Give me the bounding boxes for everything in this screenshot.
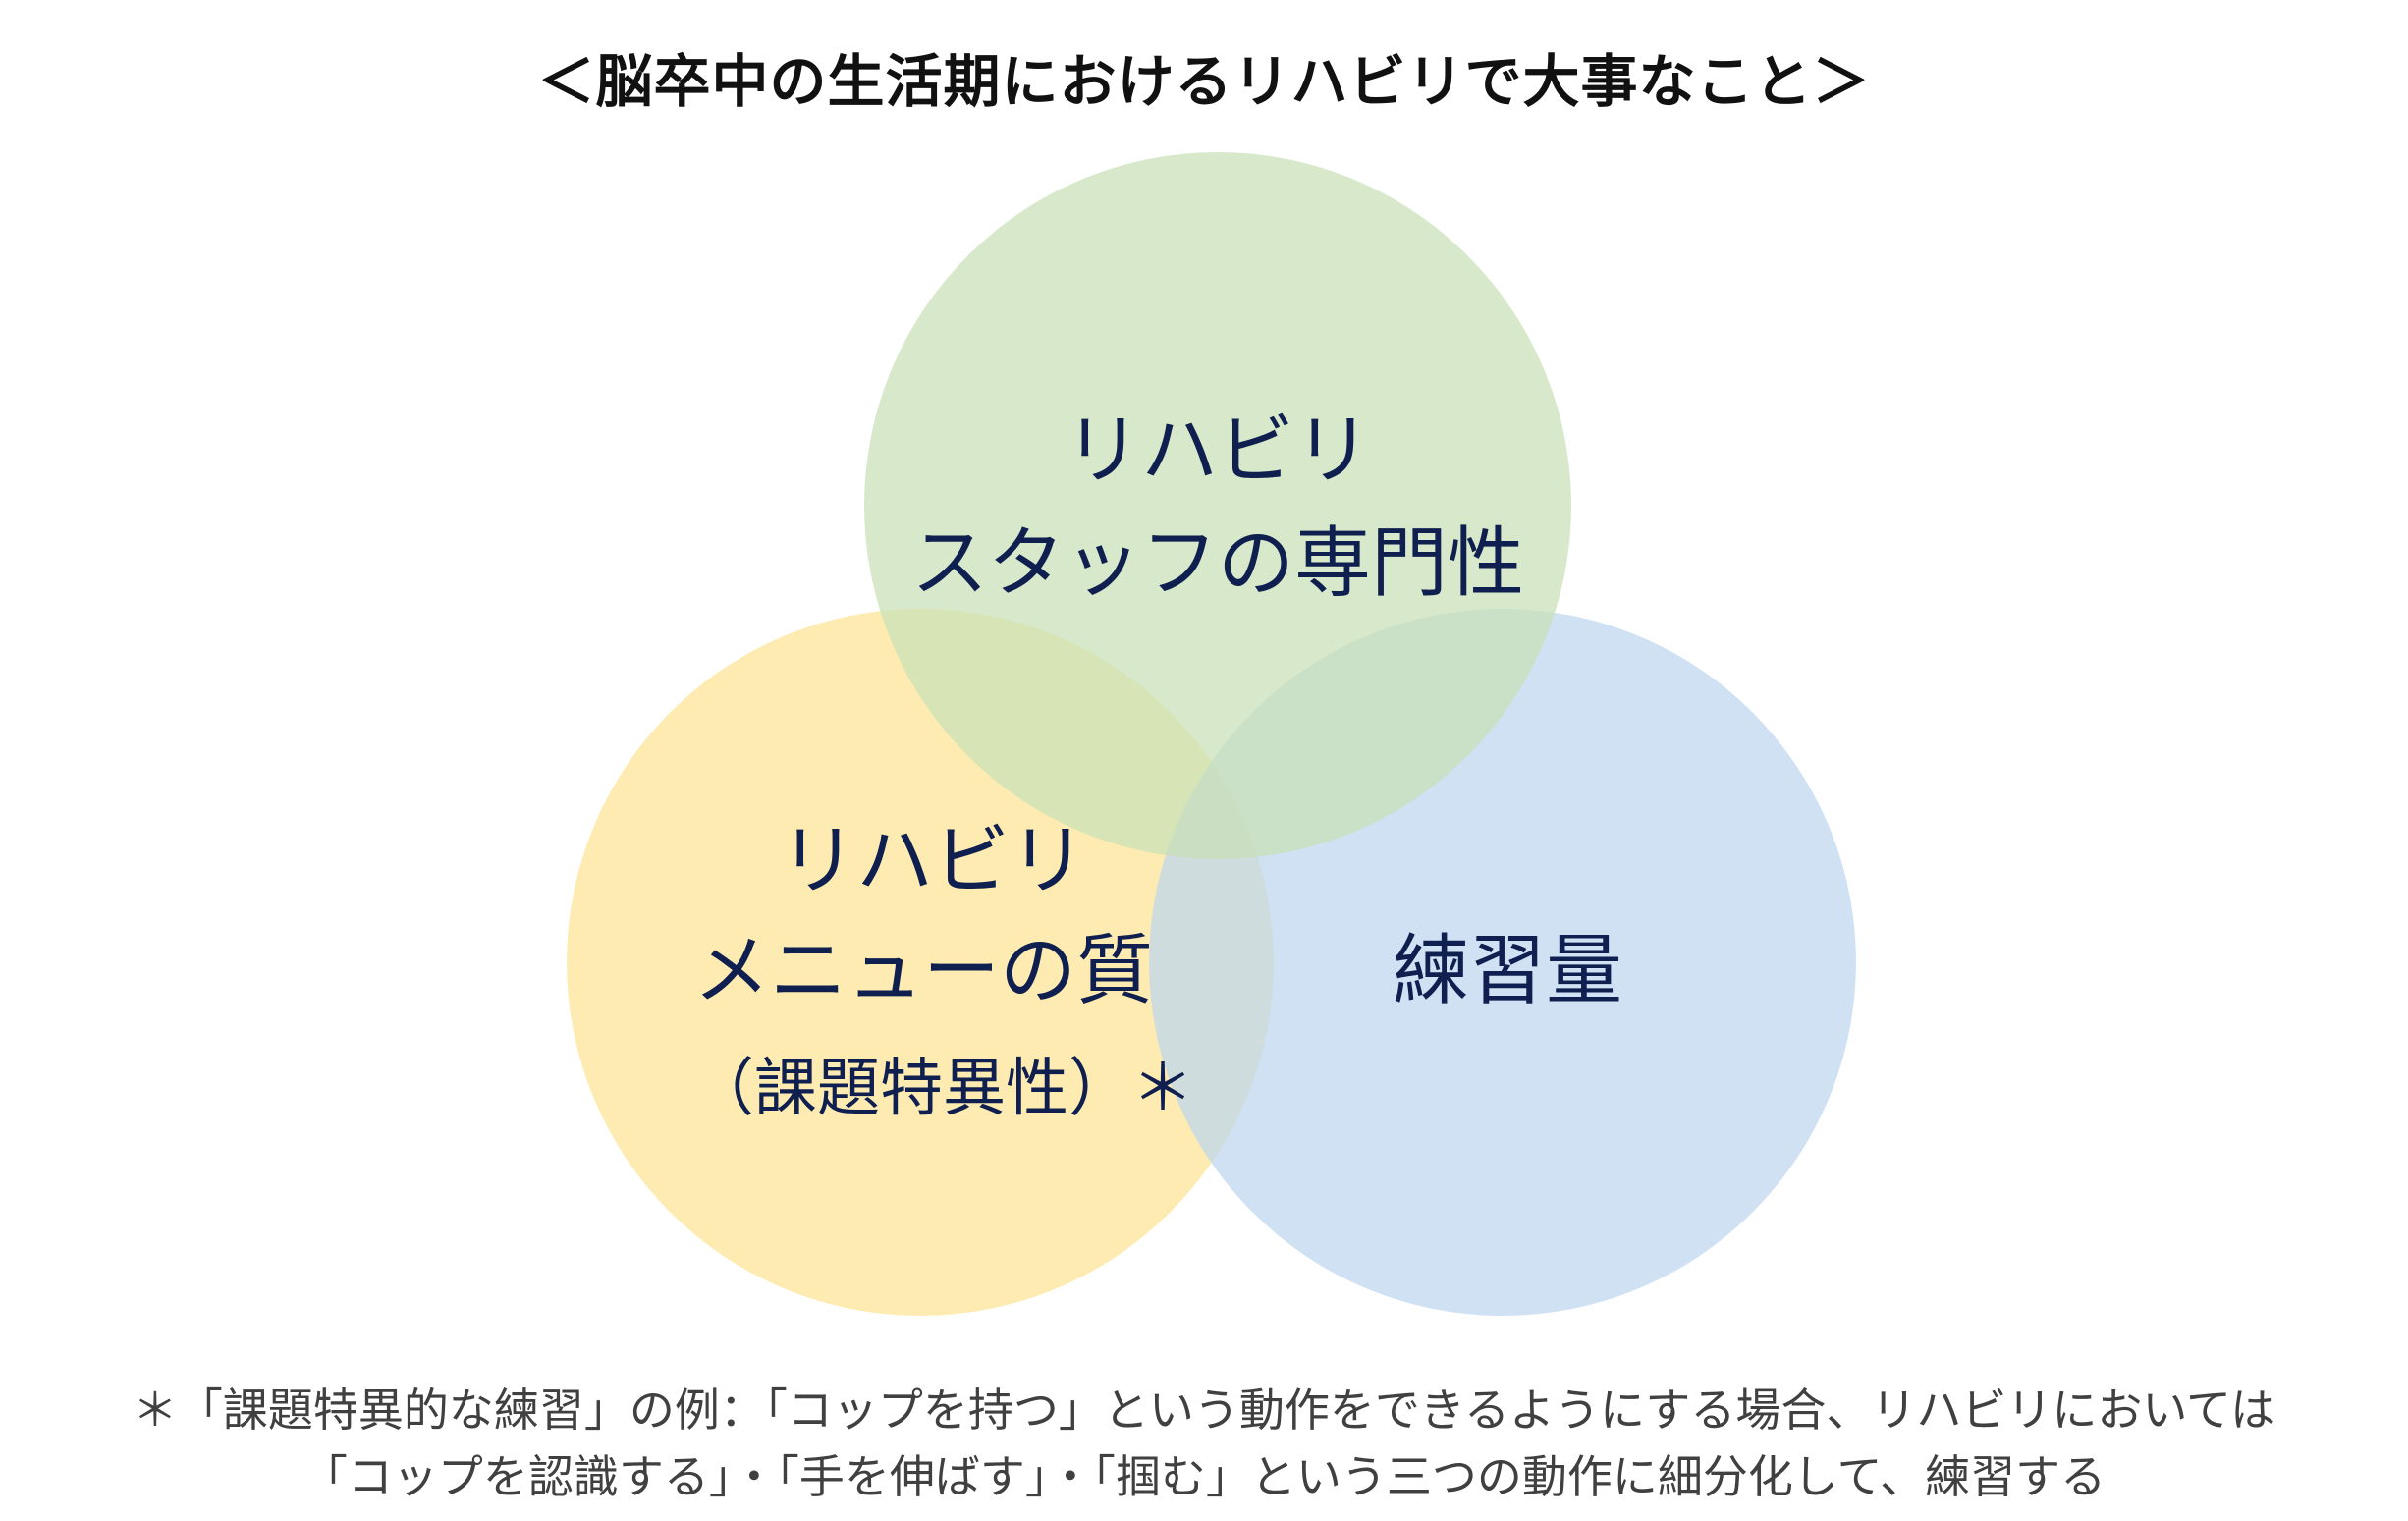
left-circle-label-line1: リハビリ: [780, 817, 1086, 905]
left-circle-label-line3: （課題特異性）＊: [691, 1053, 1194, 1125]
footnote-line2: 「コップを認識する」・「手を伸ばす」・「掴む」という三つの動作に細分化して、練習…: [301, 1450, 2107, 1503]
page-title: ＜脳卒中の生活期におけるリハビリで大事なこと＞: [537, 48, 1871, 115]
footnote-line1: ＊「課題特異的な練習」の例：「コップを持つ」という動作をできるようにする場合、リ…: [132, 1384, 2276, 1437]
top-circle-label-line1: リハビリ: [1065, 407, 1371, 495]
circle-staff-expertise: [864, 152, 1571, 859]
right-circle-label: 練習量: [1393, 927, 1622, 1015]
left-circle-label-line2: メニューの質: [693, 927, 1153, 1015]
top-circle-label-line2: スタッフの専門性: [911, 519, 1524, 608]
